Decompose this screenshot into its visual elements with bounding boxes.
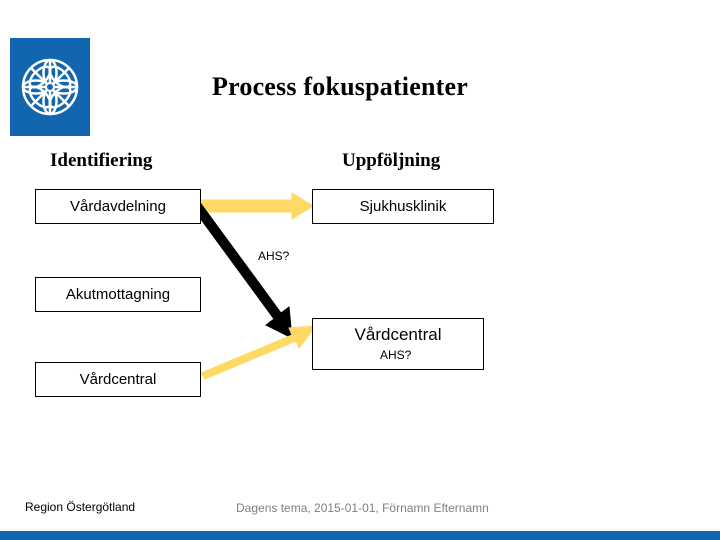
annotation-ahs-upper: AHS? <box>258 249 290 263</box>
box-vardcentral-right[interactable]: Vårdcentral <box>312 318 484 370</box>
box-vardcentral-left[interactable]: Vårdcentral <box>35 362 201 397</box>
box-label: Sjukhusklinik <box>359 198 447 215</box>
column-header-identifiering: Identifiering <box>50 150 153 171</box>
footer-rule <box>0 531 720 540</box>
arrow-vardavdelning-to-vardcentral <box>188 196 293 339</box>
box-label: Vårdcentral <box>79 371 157 388</box>
arrow-vardavdelning-to-sjukhusklinik <box>198 192 314 220</box>
footer-organization: Region Östergötland <box>25 500 136 514</box>
box-label: Vårdcentral <box>354 325 442 344</box>
box-label: Akutmottagning <box>65 286 171 303</box>
box-vardavdelning[interactable]: Vårdavdelning <box>35 189 201 224</box>
footer-meta: Dagens tema, 2015-01-01, Förnamn Efterna… <box>236 501 489 515</box>
arrow-vardcentral-to-vardcentral <box>200 325 318 380</box>
box-label: Vårdavdelning <box>70 198 166 215</box>
region-ostergotland-logo <box>10 38 90 136</box>
box-sjukhusklinik[interactable]: Sjukhusklinik <box>312 189 494 224</box>
column-header-uppfoljning: Uppföljning <box>342 150 441 171</box>
box-akutmottagning[interactable]: Akutmottagning <box>35 277 201 312</box>
page-title: Process fokuspatienter <box>212 72 468 101</box>
annotation-ahs-lower: AHS? <box>380 348 412 362</box>
